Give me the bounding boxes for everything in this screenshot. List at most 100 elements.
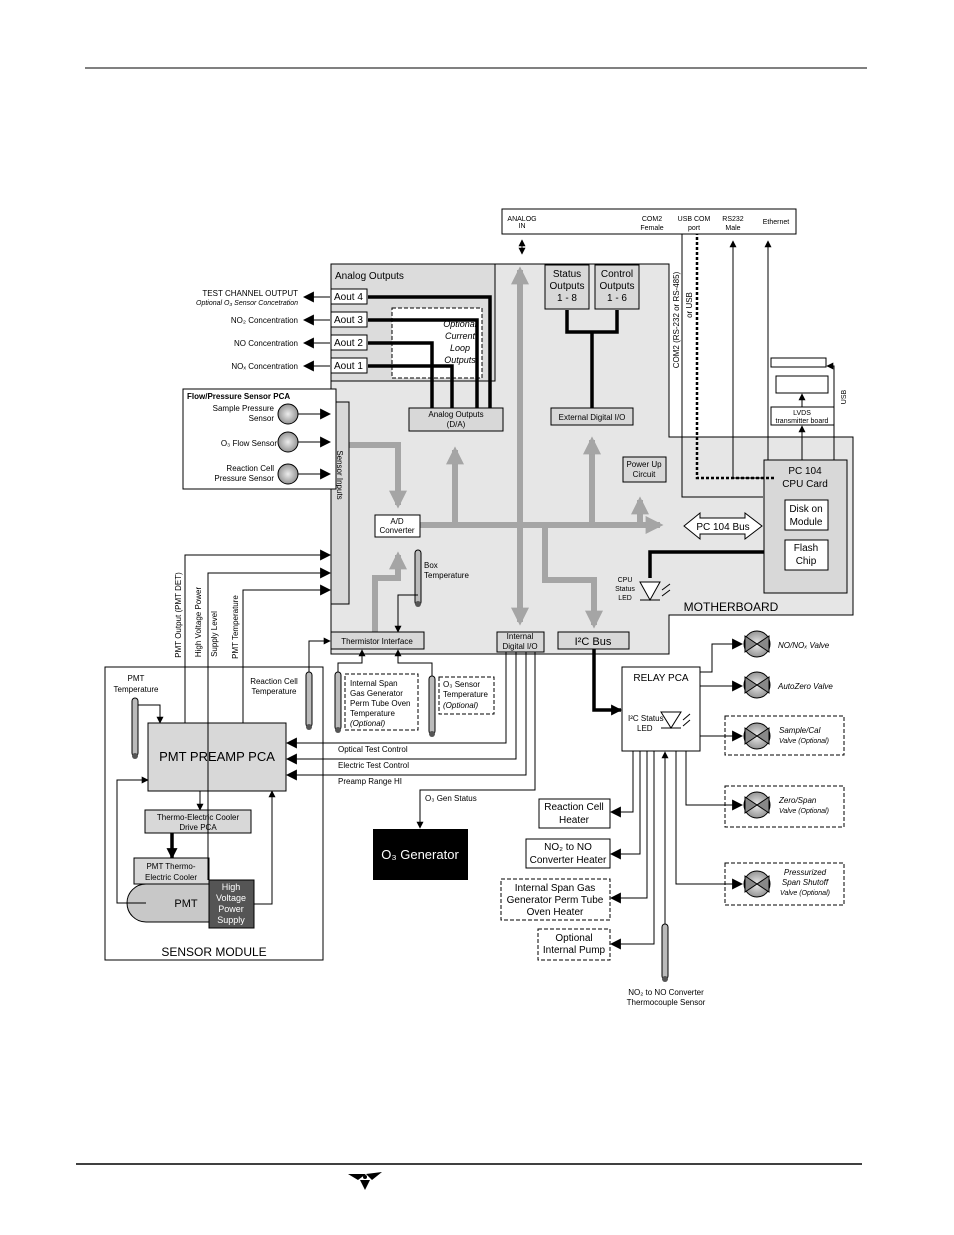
svg-text:Thermocouple Sensor: Thermocouple Sensor bbox=[627, 998, 706, 1007]
svg-text:Current: Current bbox=[445, 331, 476, 341]
svg-text:I²C Status: I²C Status bbox=[628, 714, 664, 723]
svg-text:Thermo-Electric Cooler: Thermo-Electric Cooler bbox=[157, 813, 240, 822]
span-oven-temp-sensor bbox=[334, 671, 342, 731]
or-usb-label: or USB bbox=[685, 292, 694, 318]
svg-text:Temperature: Temperature bbox=[114, 685, 159, 694]
svg-text:LVDS: LVDS bbox=[793, 410, 811, 417]
aout-3: Aout 3 bbox=[334, 315, 363, 326]
svg-text:Internal Span: Internal Span bbox=[350, 679, 398, 688]
no2-thermocouple-sensor bbox=[661, 923, 669, 980]
control-outputs bbox=[594, 264, 640, 310]
no-nox-valve: NO/NOₓ Valve bbox=[778, 641, 830, 650]
svg-text:PMT: PMT bbox=[174, 898, 198, 910]
svg-text:Sensor: Sensor bbox=[249, 414, 275, 423]
svg-text:Converter: Converter bbox=[379, 526, 414, 535]
svg-text:Outputs: Outputs bbox=[599, 281, 634, 292]
svg-text:Span Shutoff: Span Shutoff bbox=[782, 878, 829, 887]
svg-text:Male: Male bbox=[725, 225, 740, 232]
power-up-circuit bbox=[622, 456, 667, 483]
svg-text:Reaction Cell: Reaction Cell bbox=[544, 802, 603, 813]
sample-cal-valve: Sample/Cal bbox=[779, 726, 821, 735]
svg-text:Oven Heater: Oven Heater bbox=[527, 907, 584, 918]
svg-text:Gas Generator: Gas Generator bbox=[350, 689, 403, 698]
svg-text:Power Up: Power Up bbox=[626, 460, 662, 469]
svg-text:Outputs: Outputs bbox=[444, 355, 476, 365]
display-connector bbox=[770, 357, 827, 368]
pmt-temperature-sensor bbox=[131, 697, 139, 757]
svg-text:PMT PREAMP PCA: PMT PREAMP PCA bbox=[159, 749, 275, 764]
svg-text:IN: IN bbox=[519, 223, 526, 230]
rs232-label: RS232 bbox=[722, 216, 744, 223]
svg-text:Control: Control bbox=[601, 269, 633, 280]
pmt-tube bbox=[126, 883, 210, 923]
svg-text:Status: Status bbox=[553, 269, 581, 280]
svg-text:Chip: Chip bbox=[796, 556, 817, 567]
analog-outputs-da bbox=[408, 407, 504, 432]
svg-text:Perm Tube Oven: Perm Tube Oven bbox=[350, 699, 410, 708]
svg-text:Thermistor Interface: Thermistor Interface bbox=[341, 637, 413, 646]
svg-text:Optional: Optional bbox=[555, 933, 592, 944]
svg-text:Disk on: Disk on bbox=[789, 504, 822, 515]
svg-text:Internal Span Gas: Internal Span Gas bbox=[515, 883, 596, 894]
external-digital-io bbox=[550, 407, 634, 426]
svg-text:port: port bbox=[688, 225, 700, 232]
svg-text:A/D: A/D bbox=[390, 517, 404, 526]
svg-text:Internal Pump: Internal Pump bbox=[543, 945, 606, 956]
motherboard-label: MOTHERBOARD bbox=[684, 600, 779, 614]
svg-text:Drive PCA: Drive PCA bbox=[179, 823, 217, 832]
svg-text:Module: Module bbox=[790, 517, 823, 528]
svg-text:Reaction Cell: Reaction Cell bbox=[226, 464, 274, 473]
thermistor-interface bbox=[330, 631, 425, 650]
svg-text:Outputs: Outputs bbox=[549, 281, 584, 292]
autozero-valve: AutoZero Valve bbox=[777, 682, 833, 691]
svg-text:Electric Cooler: Electric Cooler bbox=[145, 873, 197, 882]
svg-text:Heater: Heater bbox=[559, 815, 590, 826]
svg-text:Temperature: Temperature bbox=[350, 709, 395, 718]
svg-text:I²C Bus: I²C Bus bbox=[575, 636, 612, 648]
disk-on-module bbox=[784, 499, 829, 531]
reaction-cell-heater bbox=[538, 798, 611, 829]
ethernet-label: Ethernet bbox=[763, 219, 790, 226]
pressurized-valve: Pressurized bbox=[784, 868, 827, 877]
connector-strip: ANALOG IN COM2 Female USB COM port RS232… bbox=[501, 208, 797, 235]
pmt-thermo-electric-cooler bbox=[133, 857, 210, 885]
svg-text:CPU: CPU bbox=[618, 577, 633, 584]
svg-text:Supply: Supply bbox=[217, 915, 245, 925]
svg-text:NO₂ to NO: NO₂ to NO bbox=[544, 842, 592, 853]
te-cooler-drive-pca bbox=[144, 809, 252, 834]
svg-text:RELAY PCA: RELAY PCA bbox=[633, 673, 689, 684]
svg-text:PMT Thermo-: PMT Thermo- bbox=[146, 862, 195, 871]
svg-text:Voltage: Voltage bbox=[216, 893, 246, 903]
usb-label: USB bbox=[841, 389, 848, 404]
svg-text:(Optional): (Optional) bbox=[443, 701, 478, 710]
zero-span-valve: Zero/Span bbox=[778, 796, 817, 805]
svg-text:Flow/Pressure Sensor PCA: Flow/Pressure Sensor PCA bbox=[187, 392, 290, 401]
svg-text:Circuit: Circuit bbox=[633, 470, 656, 479]
svg-text:Temperature: Temperature bbox=[424, 571, 469, 580]
display-module bbox=[775, 375, 829, 394]
test-channel-label: TEST CHANNEL OUTPUT bbox=[202, 289, 298, 298]
nox-concentration-label: NOₓ Concentration bbox=[231, 362, 298, 371]
svg-text:Power: Power bbox=[218, 904, 244, 914]
svg-text:transmitter board: transmitter board bbox=[776, 418, 829, 425]
o3-flow-sensor bbox=[277, 431, 299, 453]
o3-gen-status-label: O₃ Gen Status bbox=[425, 794, 477, 803]
svg-text:Generator Perm Tube: Generator Perm Tube bbox=[507, 895, 604, 906]
i2c-status-led bbox=[660, 711, 691, 729]
no-concentration-label: NO Concentration bbox=[234, 339, 298, 348]
svg-text:LED: LED bbox=[637, 724, 653, 733]
pmt-temperature-label: PMT Temperature bbox=[231, 595, 240, 659]
flash-chip bbox=[784, 539, 829, 571]
svg-text:External Digital I/O: External Digital I/O bbox=[559, 413, 626, 422]
ad-converter bbox=[374, 514, 421, 538]
sensor-module-label: SENSOR MODULE bbox=[161, 945, 266, 959]
svg-text:PC 104 Bus: PC 104 Bus bbox=[696, 522, 749, 533]
svg-text:1 - 8: 1 - 8 bbox=[557, 293, 577, 304]
svg-text:Sample Pressure: Sample Pressure bbox=[213, 404, 275, 413]
relay-pca bbox=[621, 666, 701, 752]
pc104-bus bbox=[683, 511, 763, 541]
svg-text:Converter Heater: Converter Heater bbox=[530, 855, 607, 866]
svg-text:Valve (Optional): Valve (Optional) bbox=[780, 890, 830, 897]
analog-in-label: ANALOG bbox=[507, 216, 536, 223]
